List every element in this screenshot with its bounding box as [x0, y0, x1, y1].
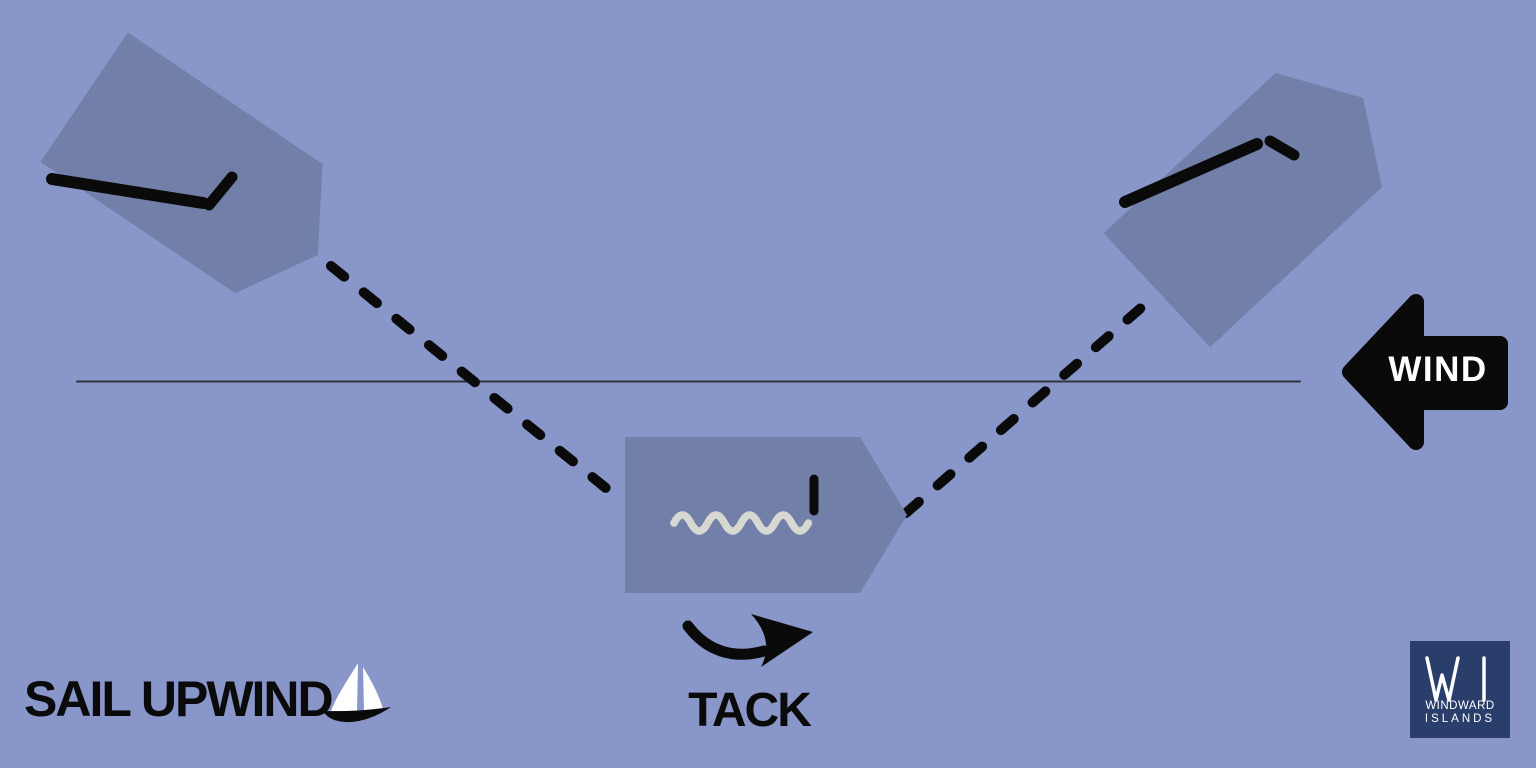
boat-after-tack	[1103, 72, 1382, 348]
logo-name-line1: WINDWARD	[1425, 700, 1495, 712]
sailboat-icon	[323, 663, 391, 723]
sailboat-jib	[363, 667, 383, 711]
boat3-tiller-line	[1264, 135, 1300, 161]
course-leg-2-dashed-line	[901, 288, 1163, 518]
logo-name-line2: ISLANDS	[1424, 713, 1496, 725]
boat1-boom-line	[46, 173, 209, 209]
boat-before-tack	[40, 32, 323, 294]
sailboat-mainsail	[331, 663, 358, 712]
logo-monogram-w	[1425, 656, 1460, 702]
boat3-boom-line	[1119, 138, 1263, 208]
boat1-tiller-line	[203, 171, 238, 211]
windward-islands-logo	[1410, 641, 1510, 738]
boat-hull-top-view	[1103, 72, 1382, 348]
course-leg-1-dashed-line	[326, 261, 622, 502]
tack-turn-arrow-head	[751, 614, 813, 667]
wind-label: WIND	[1388, 350, 1488, 389]
wind-arrow-icon	[1342, 294, 1508, 450]
boat-hull-top-view	[40, 32, 323, 294]
tack-turn-arrow-shaft	[682, 620, 770, 660]
flapping-sail-squiggle	[670, 511, 813, 535]
sailboat-hull	[323, 707, 391, 723]
boat-hull-top-view	[625, 437, 907, 593]
tack-label: TACK	[688, 684, 812, 737]
page-title: SAIL UPWIND	[24, 671, 334, 727]
boat-tacking	[625, 437, 907, 593]
